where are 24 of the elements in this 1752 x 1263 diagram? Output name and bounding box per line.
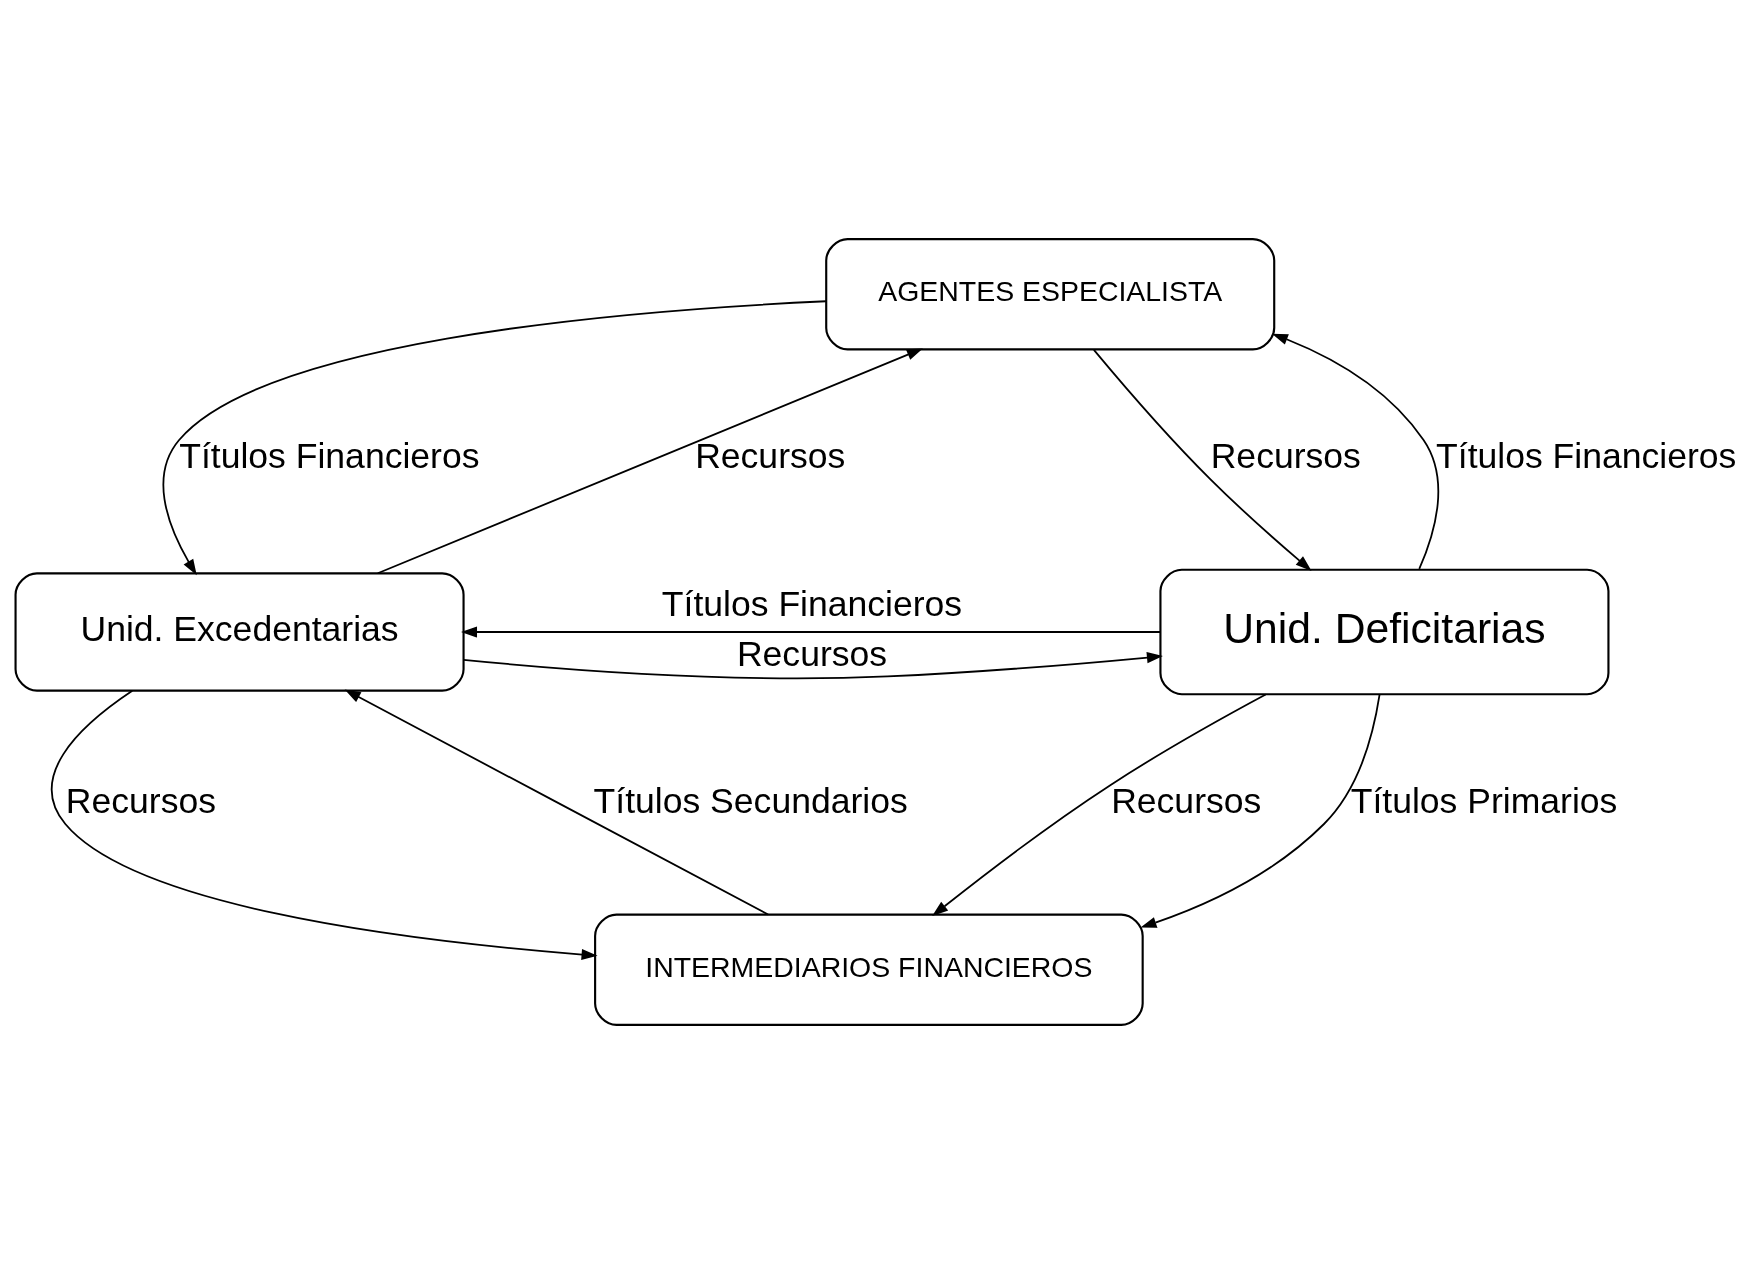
edge-label: Recursos xyxy=(65,780,216,821)
edge-label: Títulos Financieros xyxy=(179,435,480,476)
edge-label: Títulos Primarios xyxy=(1350,780,1618,821)
arrow xyxy=(376,348,923,574)
node-box: INTERMEDIARIOS FINANCIEROS xyxy=(594,913,1144,1026)
arrow xyxy=(50,689,598,960)
node-box: AGENTES ESPECIALISTA xyxy=(825,237,1276,350)
arrow xyxy=(462,651,1163,679)
arrow xyxy=(932,693,1267,916)
node-box: Unid. Excedentarias xyxy=(14,571,465,692)
edge-label: Recursos xyxy=(695,435,846,476)
edge-label: Recursos xyxy=(1111,780,1262,821)
arrow xyxy=(461,625,1162,638)
edge-label: Recursos xyxy=(736,633,888,674)
edge-label: Títulos Financieros xyxy=(661,583,963,624)
arrow xyxy=(1093,348,1312,571)
arrow xyxy=(1140,693,1381,928)
edge-label: Títulos Secundarios xyxy=(593,780,908,821)
arrow xyxy=(344,689,769,915)
edge-label: Títulos Financieros xyxy=(1436,435,1737,476)
arrow xyxy=(162,299,827,575)
node-box: Unid. Deficitarias xyxy=(1159,568,1610,695)
arrow xyxy=(1271,333,1440,570)
edge-label: Recursos xyxy=(1210,435,1361,476)
